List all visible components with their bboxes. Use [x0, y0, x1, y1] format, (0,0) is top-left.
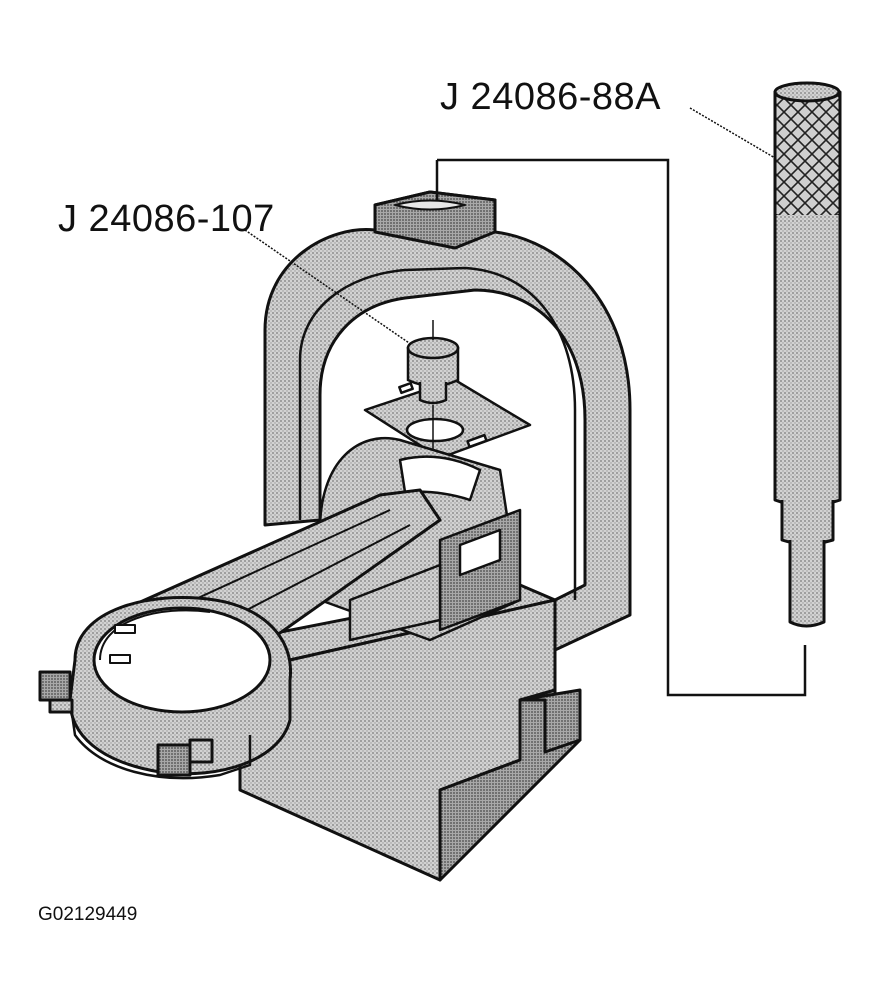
pilot-tool — [406, 320, 460, 470]
fixture-c-frame — [263, 190, 632, 652]
pilot-tool-label: J 24086-107 — [58, 198, 275, 240]
figure-id-label: G02129449 — [38, 904, 138, 925]
support-plate — [363, 378, 532, 460]
remover-pin-tool — [773, 81, 842, 628]
remover-pin-label: J 24086-88A — [440, 76, 661, 118]
connecting-rod — [38, 488, 442, 780]
rod-bolt-right — [156, 738, 214, 777]
callout-lines — [244, 107, 807, 697]
rod-bolt-left — [38, 670, 74, 714]
